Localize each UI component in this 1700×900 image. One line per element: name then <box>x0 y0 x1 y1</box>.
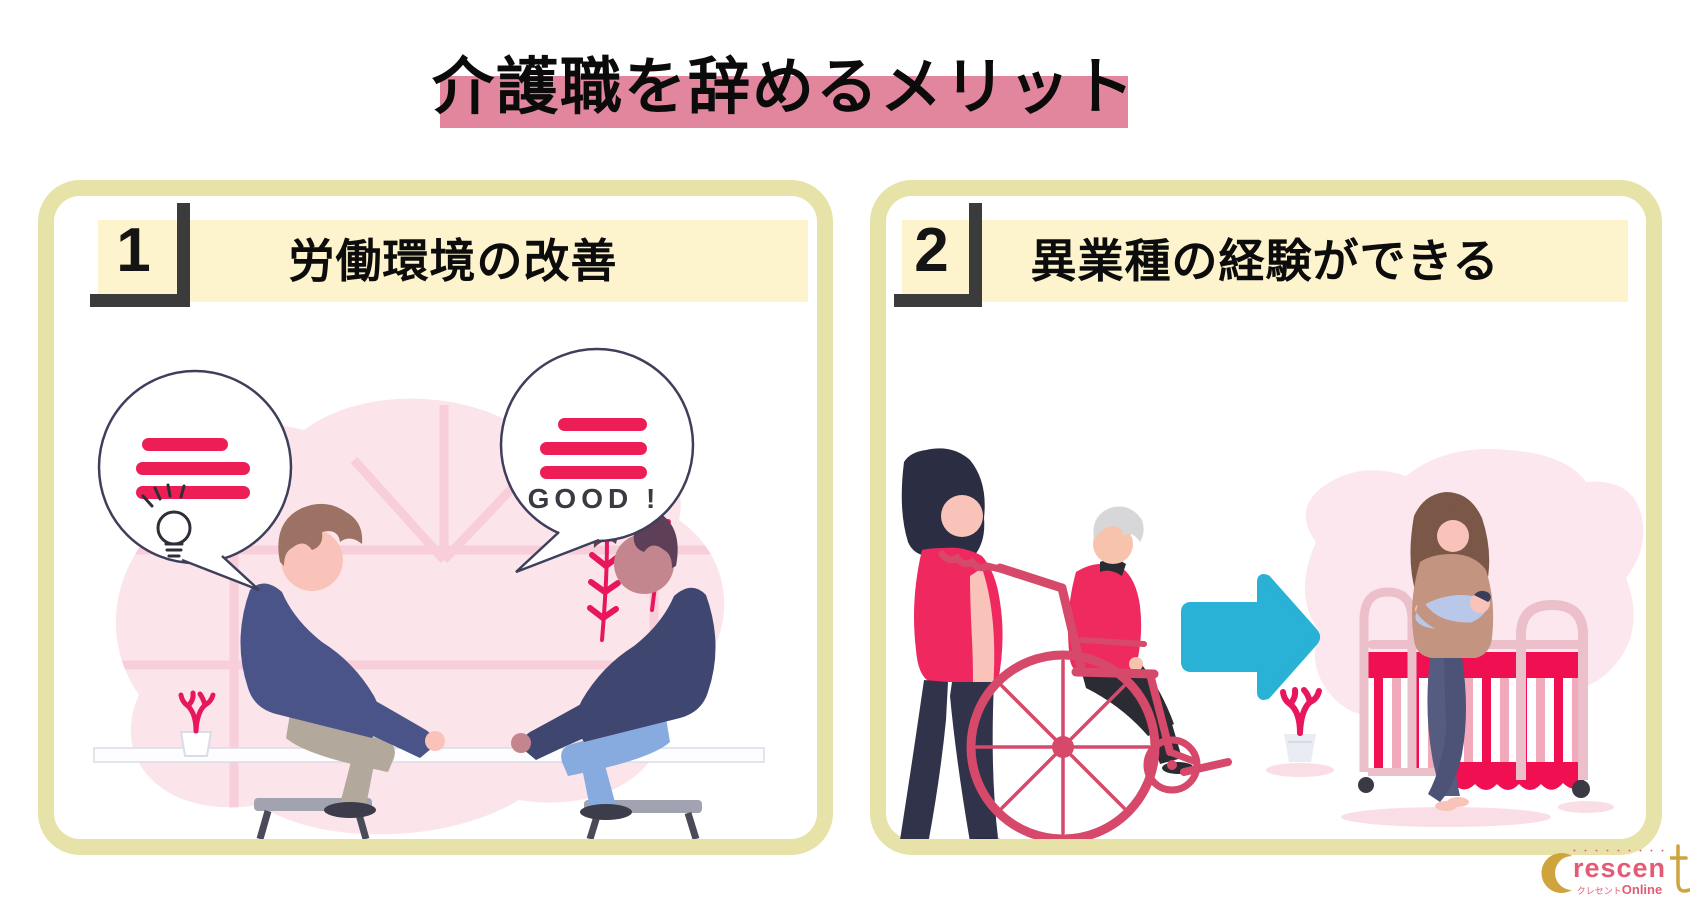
transition-arrow-icon <box>1181 574 1320 700</box>
panel-1-number-bracket: 1 <box>90 203 190 307</box>
lightbulb-icon <box>141 483 192 558</box>
mother-with-baby <box>1410 492 1494 811</box>
crib-skirt <box>1444 762 1584 790</box>
logo-wordmark: rescen <box>1572 853 1667 883</box>
panel-1-header-band <box>98 220 808 302</box>
potted-plant <box>1266 687 1334 777</box>
crescent-moon-icon <box>1541 853 1572 893</box>
floor-shadow <box>1558 801 1614 813</box>
page-title: 介護職を辞めるメリット <box>431 53 1136 122</box>
logo-dots: ・・・・・・・・・ <box>1569 847 1669 855</box>
crib-headboard-right <box>1516 599 1588 780</box>
person-left <box>240 503 445 818</box>
wheelchair <box>938 550 1232 839</box>
bubble-text-lines <box>540 418 647 479</box>
bubble-text-lines <box>136 438 250 499</box>
speech-bubble-good: GOOD ! <box>499 347 695 574</box>
panel-1-number: 1 <box>116 216 151 285</box>
good-label: GOOD ! <box>528 483 661 514</box>
logo-subtext-jp: クレセント <box>1576 886 1622 896</box>
logo-t-glyph <box>1670 844 1690 893</box>
table-plant <box>178 690 216 757</box>
panel-2-number: 2 <box>914 216 949 285</box>
floor-shadow <box>1341 807 1551 827</box>
panel-2-number-bracket: 2 <box>894 203 982 307</box>
logo-subtext-en: Online <box>1621 882 1663 897</box>
illustration-new-industry <box>900 448 1644 839</box>
panel-2-heading: 異業種の経験ができる <box>1030 235 1500 287</box>
panel-2-header-band <box>902 220 1628 302</box>
crib-slats <box>1368 678 1584 770</box>
crescent-online-logo: ・・・・・・・・・ rescen クレセント Online <box>1536 844 1690 896</box>
panel-merit-2: 2 異業種の経験ができる <box>870 180 1662 855</box>
crib-headboard-left <box>1359 587 1417 772</box>
caregiver <box>900 448 1003 839</box>
speech-bubble-idea <box>97 369 293 592</box>
title-highlight-band <box>440 76 1128 128</box>
panel-1-heading: 労働環境の改善 <box>288 235 618 287</box>
illustration-work-environment: GOOD ! <box>93 347 765 839</box>
panel-merit-1: 1 労働環境の改善 <box>38 180 833 855</box>
